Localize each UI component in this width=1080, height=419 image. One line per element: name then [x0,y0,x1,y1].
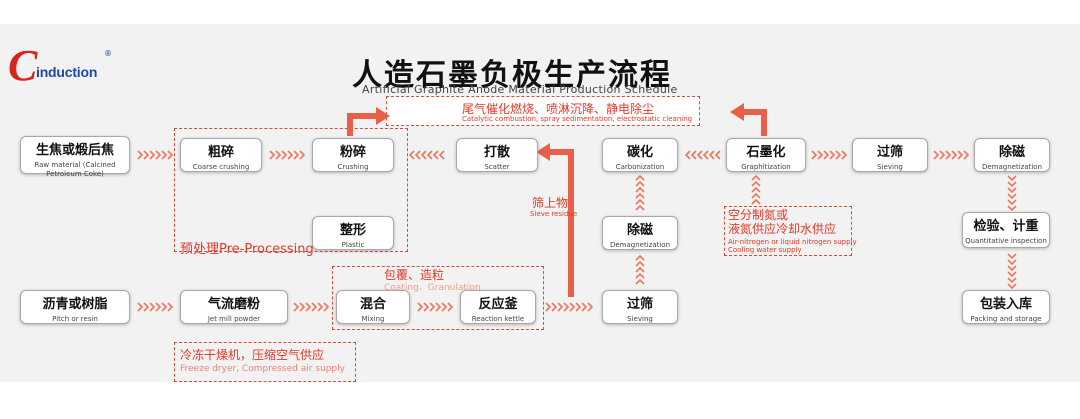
node-demagnetization-2: 除磁 Demagnetization [602,216,678,250]
node-sublabel: Crushing [337,163,369,171]
logo-name: induction [36,64,98,80]
node-plastic: 整形 Plastic [312,216,394,250]
node-sublabel: Raw material (Calcined Petroleum Coke) [34,161,116,178]
logo-registered: ® [104,49,112,58]
node-sublabel: Carbonization [615,163,665,171]
node-label: 气流磨粉 [207,297,260,312]
node-reaction-kettle: 反应釜 Reaction kettle [460,290,536,324]
node-sublabel: Packing and storage [970,315,1042,323]
node-inspection: 检验、计重 Quantitative inspection [962,212,1050,248]
node-sublabel: Graphitization [741,163,791,171]
freeze-label: 冷冻干燥机，压缩空气供应 [180,348,325,362]
coating-label-en: Coating、Granulation [384,283,481,293]
node-sublabel: Demagnetization [981,163,1043,171]
node-label: 沥青或树脂 [42,297,108,312]
node-demagnetization-1: 除磁 Demagnetization [974,138,1050,172]
node-carbonization: 碳化 Carbonization [602,138,678,172]
air-supply-label-1: 空分制氮或 [728,208,789,222]
node-sublabel: Quantitative inspection [965,237,1047,245]
node-sublabel: Reaction kettle [471,315,525,323]
air-supply-label-2: 液氮供应冷却水供应 [728,222,837,236]
logo-c-letter: C [8,41,38,90]
node-label: 粉碎 [339,145,366,160]
node-sublabel: Sieving [877,163,903,171]
node-mixing: 混合 Mixing [336,290,410,324]
node-label: 除磁 [626,223,653,238]
node-graphitization: 石墨化 Graphitization [726,138,806,172]
node-label: 除磁 [998,145,1025,160]
air-supply-label-en1: Air-nitrogen or liquid nitrogen supply [728,238,857,246]
node-raw-material: 生焦或煅后焦 Raw material (Calcined Petroleum … [20,136,130,178]
page-subtitle: Artificial Graphite Anode Material Produ… [362,83,678,96]
coating-region [332,266,544,330]
page-title: 人造石墨负极生产流程 [352,58,672,93]
node-sublabel: Jet mill powder [207,315,261,323]
node-label: 检验、计重 [973,219,1039,234]
node-sublabel: Demagnetization [609,241,671,249]
node-sieving-1: 过筛 Sieving [852,138,928,172]
coating-label: 包覆、造粒 [384,268,445,282]
node-label: 反应釜 [478,297,518,312]
sieve-residue-label: 筛上物 [532,196,569,210]
tail-gas-note-en: Catalytic combustion, spray sedimentatio… [462,115,693,123]
sieve-residue-label-en: Sieve residue [530,210,578,218]
node-jet-mill: 气流磨粉 Jet mill powder [180,290,288,324]
node-label: 包装入库 [979,297,1032,312]
node-coarse-crushing: 粗碎 Coarse crushing [180,138,262,172]
node-crushing: 粉碎 Crushing [312,138,394,172]
air-supply-region [724,206,852,256]
node-sieving-2: 过筛 Sieving [602,290,678,324]
tail-gas-note-box [386,96,700,126]
brand-logo: C x induction ® [8,41,112,90]
node-label: 生焦或煅后焦 [35,143,114,158]
node-label: 打散 [483,145,510,160]
node-scatter: 打散 Scatter [456,138,538,172]
preprocessing-label: 预处理Pre-Processing [180,242,314,257]
node-packing: 包装入库 Packing and storage [962,290,1050,324]
preprocessing-region [174,128,408,252]
freeze-label-en: Freeze dryer, Compressed air supply [180,364,345,374]
node-label: 石墨化 [746,145,786,160]
node-sublabel: Mixing [361,315,385,323]
node-pitch-resin: 沥青或树脂 Pitch or resin [20,290,130,324]
node-sublabel: Pitch or resin [52,315,98,323]
node-label: 混合 [359,297,386,312]
node-label: 粗碎 [207,145,234,160]
tail-gas-note: 尾气催化燃烧、喷淋沉降、静电除尘 [462,102,655,116]
node-label: 过筛 [876,145,903,160]
air-supply-label-en2: Cooling water supply [728,246,802,254]
node-label: 碳化 [626,145,653,160]
diagram-canvas [0,24,1080,382]
node-label: 过筛 [626,297,653,312]
node-sublabel: Coarse crushing [192,163,250,171]
node-sublabel: Sieving [627,315,653,323]
node-label: 整形 [339,223,366,238]
node-sublabel: Scatter [484,163,510,171]
node-sublabel: Plastic [341,241,365,249]
freeze-region [174,342,356,382]
